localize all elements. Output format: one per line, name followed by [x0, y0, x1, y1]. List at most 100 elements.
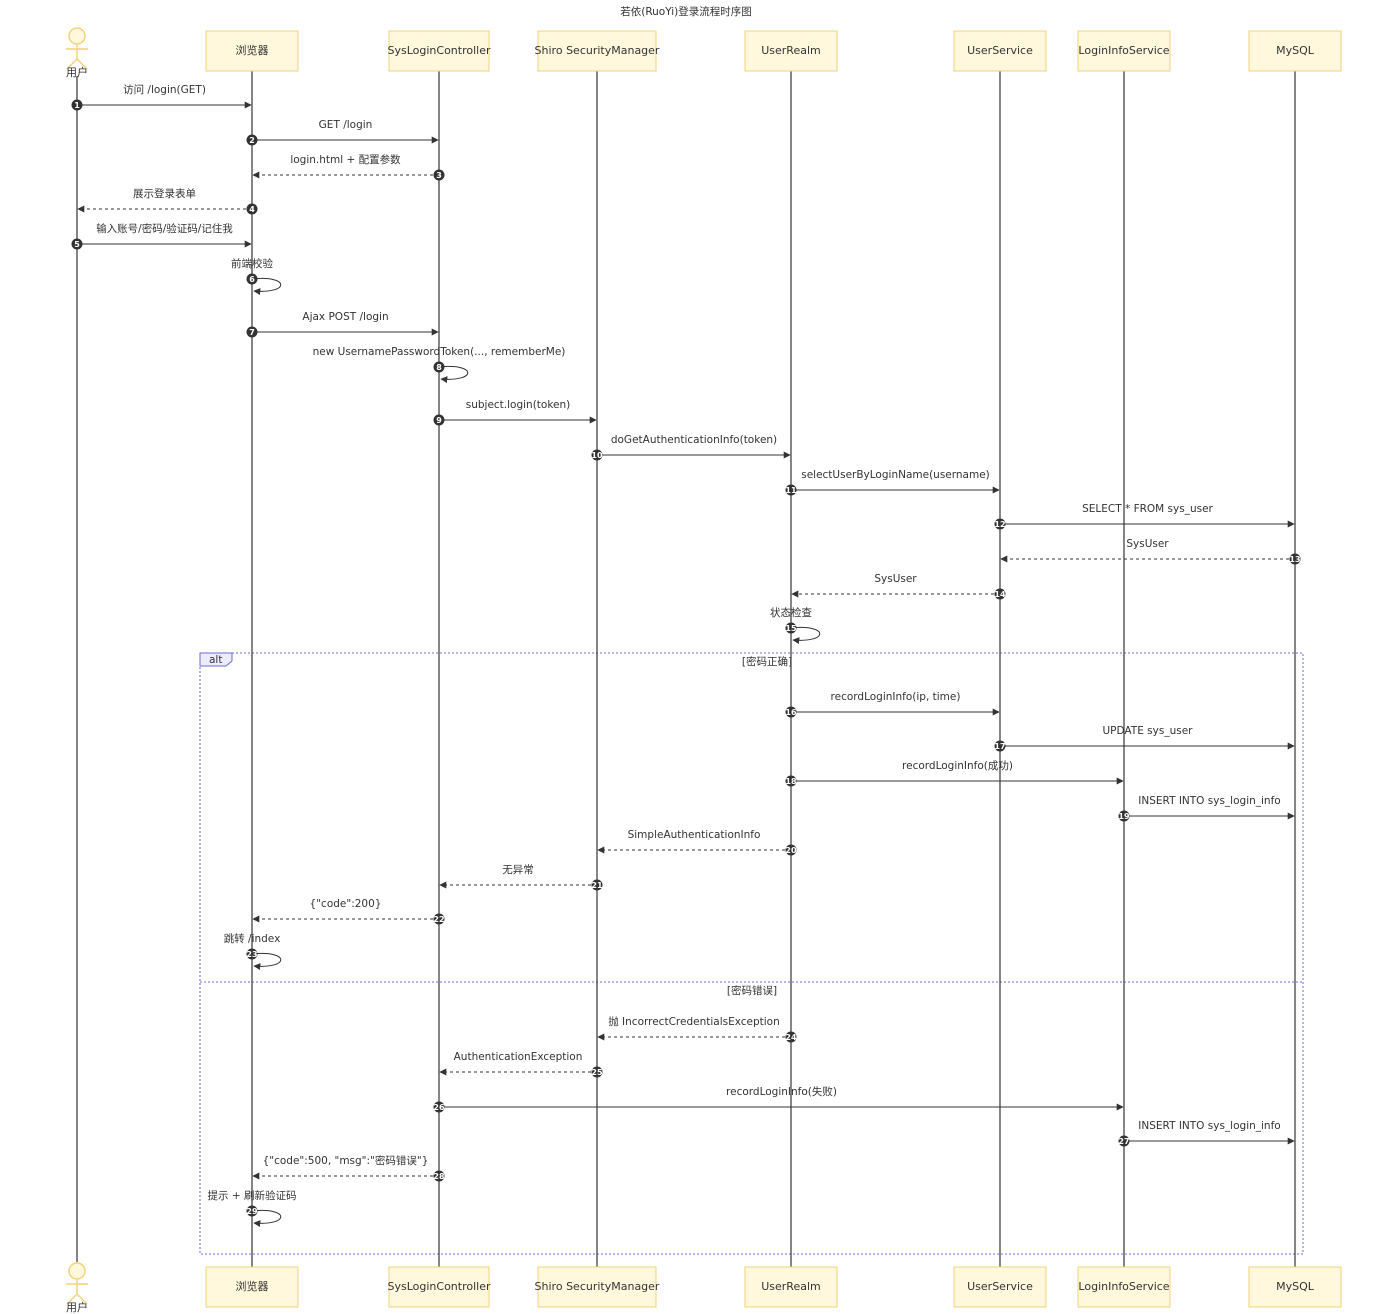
sequence-number: 18 [785, 777, 797, 786]
participant-ctrl-top: SysLoginController [387, 30, 491, 72]
sequence-number: 16 [785, 708, 797, 717]
sequence-number: 29 [246, 1207, 258, 1216]
sequence-number: 12 [994, 520, 1005, 529]
participant-label: LoginInfoService [1078, 44, 1169, 57]
self-message-arrow [251, 277, 282, 296]
sequence-number-badge [71, 238, 83, 250]
participant-box [205, 30, 299, 72]
message-label: selectUserByLoginName(username) [801, 469, 990, 481]
sequence-number-badge [246, 1205, 258, 1217]
sequence-number-badge [433, 1101, 445, 1113]
participant-label: SysLoginController [387, 44, 490, 57]
sequence-number: 1 [74, 101, 80, 110]
message-22: {"code":200}22 [252, 898, 445, 925]
participant-lsvc-bottom: LoginInfoService [1077, 1266, 1171, 1308]
self-message-arrow [438, 365, 469, 384]
message-11: selectUserByLoginName(username) 11 [785, 469, 1000, 496]
message-18: recordLoginInfo(成功) 18 [785, 760, 1124, 787]
sequence-number: 7 [249, 328, 255, 337]
sequence-number-badge [433, 414, 445, 426]
sequence-number-badge [785, 775, 797, 787]
self-message-arrow [790, 626, 821, 645]
message-label: SysUser [874, 573, 917, 585]
person-icon-leg [66, 1293, 78, 1305]
participant-lsvc-top: LoginInfoService [1077, 30, 1171, 72]
message-26: recordLoginInfo(失败)26 [433, 1085, 1124, 1113]
participant-label: Shiro SecurityManager [535, 1280, 660, 1293]
sequence-number-badge [246, 326, 258, 338]
message-8: new UsernamePasswordToken(..., rememberM… [313, 346, 565, 384]
sequence-number: 10 [591, 451, 603, 460]
participant-realm-top: UserRealm [744, 30, 838, 72]
participant-box [953, 30, 1047, 72]
person-icon-head [68, 1262, 86, 1280]
sequence-number-badge [433, 1170, 445, 1182]
sequence-number-badge [994, 588, 1006, 600]
message-5: 输入账号/密码/验证码/记住我 5 [71, 222, 252, 250]
sequence-number-badge [591, 1066, 603, 1078]
sequence-number-badge [785, 706, 797, 718]
message-4: 展示登录表单 4 [77, 187, 258, 215]
message-label: 展示登录表单 [133, 187, 196, 200]
participant-label: MySQL [1276, 1280, 1315, 1293]
sequence-number: 3 [436, 171, 442, 180]
participant-label: UserRealm [761, 44, 821, 57]
sequence-number: 21 [591, 881, 603, 890]
sequence-number: 24 [785, 1033, 797, 1042]
participant-label: 浏览器 [236, 43, 269, 57]
sequence-number: 4 [249, 205, 255, 214]
sequence-number-badge [246, 948, 258, 960]
sequence-number: 13 [1289, 555, 1300, 564]
participant-box [537, 30, 657, 72]
participant-browser-bottom: 浏览器 [205, 1266, 299, 1308]
sequence-number-badge [433, 913, 445, 925]
sequence-number: 25 [591, 1068, 603, 1077]
message-label: 输入账号/密码/验证码/记住我 [96, 222, 233, 235]
message-label: GET /login [319, 119, 373, 131]
message-label: 跳转 /index [224, 932, 281, 945]
sequence-number-badge [246, 134, 258, 146]
participant-label: Shiro SecurityManager [535, 44, 660, 57]
sequence-number: 9 [436, 416, 442, 425]
person-icon-leg [76, 1293, 88, 1305]
sequence-number: 5 [74, 240, 80, 249]
sequence-number-badge [1118, 1135, 1130, 1147]
sequence-number: 27 [1118, 1137, 1129, 1146]
alt-guard-failure: [密码错误] [727, 984, 777, 997]
message-label: recordLoginInfo(成功) [902, 760, 1013, 772]
message-label: SysUser [1126, 538, 1169, 550]
sequence-number: 23 [246, 950, 257, 959]
sequence-number: 11 [785, 486, 797, 495]
message-label: UPDATE sys_user [1103, 725, 1194, 737]
participant-box [537, 1266, 657, 1308]
sequence-number-badge [246, 203, 258, 215]
sequence-number-badge [433, 169, 445, 181]
participant-realm-bottom: UserRealm [744, 1266, 838, 1308]
message-9: subject.login(token)9 [433, 399, 597, 426]
message-1: 访问 /login(GET)1 [71, 83, 252, 111]
actor-label: 用户 [66, 65, 88, 79]
sequence-number: 8 [436, 363, 442, 372]
participant-shiro-bottom: Shiro SecurityManager [535, 1266, 660, 1308]
message-label: {"code":200} [310, 898, 382, 910]
message-label: SimpleAuthenticationInfo [628, 829, 761, 841]
actor-top: 用户 [66, 27, 88, 79]
message-label: 前端校验 [231, 257, 273, 270]
participant-box [388, 30, 490, 72]
lifelines-layer [76, 71, 1296, 1267]
self-message-arrow [251, 952, 282, 971]
alt-fragment-layer: alt[密码正确][密码错误] [199, 652, 1304, 1255]
actor-bottom: 用户 [66, 1262, 88, 1314]
participant-ctrl-bottom: SysLoginController [387, 1266, 491, 1308]
participant-box [1248, 1266, 1342, 1308]
